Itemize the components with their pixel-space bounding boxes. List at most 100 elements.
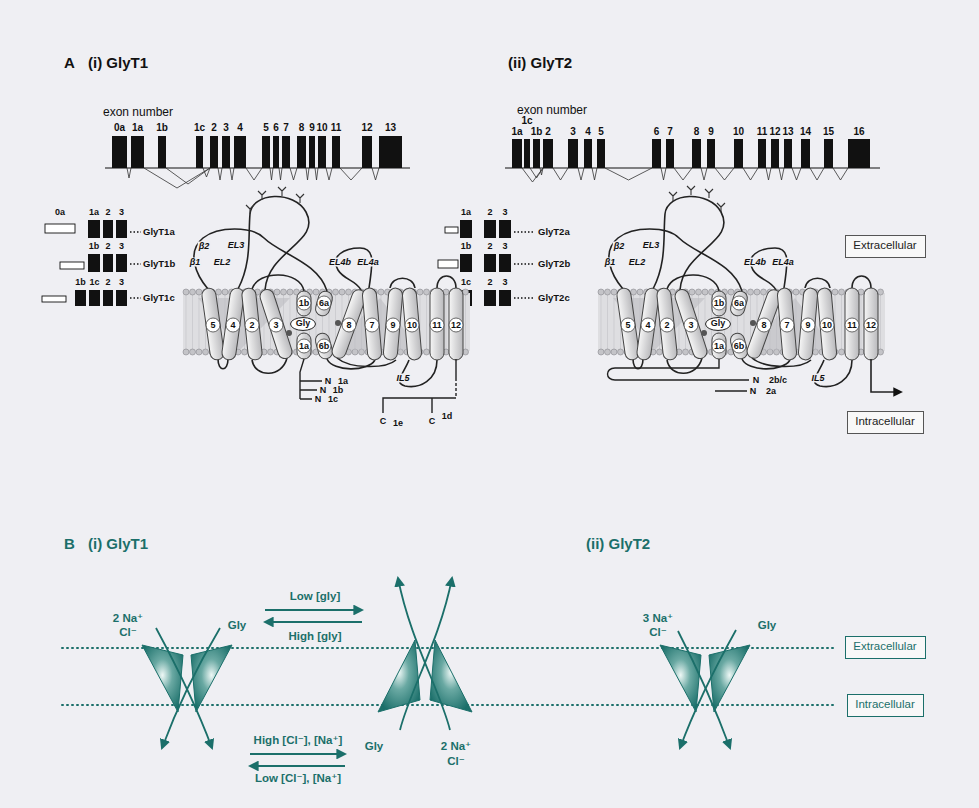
- alt-exon-open: [445, 227, 458, 233]
- ion-label: 2 Na⁺: [441, 741, 471, 753]
- loops: [194, 196, 456, 386]
- node-text: Gly: [295, 319, 311, 328]
- helix-number: 8: [346, 321, 351, 330]
- lipid-head: [793, 289, 799, 295]
- isoform-name: GlyT1b: [143, 259, 175, 269]
- alt-exon-open: [438, 260, 458, 268]
- helix-badge: [732, 339, 746, 353]
- exon-number: 3: [119, 242, 124, 251]
- terminus-label: 1e: [393, 419, 403, 428]
- splice-line: [290, 168, 297, 180]
- splice-line: [810, 168, 824, 180]
- ion-label: Cl⁻: [447, 756, 465, 768]
- helix-badge: [712, 296, 726, 310]
- exon-number: 1a: [461, 208, 471, 217]
- lipid-tail: [861, 295, 862, 349]
- exon-block: [568, 139, 578, 168]
- region-box: Extracellular: [845, 235, 926, 258]
- exon-number: 1b: [75, 278, 86, 287]
- ion-label: Gly: [365, 741, 384, 753]
- terminus-label: N: [315, 395, 322, 404]
- exon-block: [499, 220, 511, 238]
- loop-line: [667, 358, 702, 373]
- terminus-label: N: [320, 386, 327, 395]
- helix-number: 4: [230, 321, 235, 330]
- lipid-head: [222, 289, 228, 295]
- helix-badge: [386, 318, 400, 332]
- glycan-tree: [296, 194, 304, 203]
- alt-exon-open: [60, 262, 84, 269]
- loop-label: EL3: [642, 241, 661, 250]
- helix-badge: [780, 318, 794, 332]
- helix-cylinder: [745, 288, 783, 360]
- helix-badge: [245, 318, 259, 332]
- splice-line: [661, 168, 666, 180]
- exon-block: [758, 139, 766, 168]
- exon-number: 4: [585, 127, 591, 137]
- exon-number: 2: [105, 208, 110, 217]
- helix-cylinder: [314, 332, 334, 361]
- node-text: Gly: [710, 319, 726, 328]
- lipid-head: [183, 349, 189, 355]
- splice-line: [766, 168, 771, 180]
- helix-number: 1b: [299, 299, 310, 308]
- glycan-tree: [246, 205, 254, 214]
- lipid-head: [702, 289, 708, 295]
- lipid-tail: [426, 295, 427, 349]
- exon-number: 1a: [132, 123, 143, 133]
- transporter-half: [430, 640, 472, 712]
- helix-number: 6b: [734, 342, 745, 351]
- helix-number: 1a: [714, 342, 724, 351]
- loop-line: [852, 276, 871, 288]
- loop-line: [437, 276, 456, 288]
- glycosylation: [246, 187, 304, 214]
- lipid-head: [689, 289, 695, 295]
- lipid-head: [618, 349, 624, 355]
- lipid-head: [657, 349, 663, 355]
- terminus-label: C: [380, 417, 387, 426]
- splice-line: [144, 168, 210, 188]
- terminus-label: 2a: [766, 387, 776, 396]
- exon-block: [112, 136, 127, 168]
- exon-block: [89, 290, 100, 306]
- splice-line: [203, 168, 210, 177]
- exon-number: 12: [361, 123, 372, 133]
- ion-label: 2 Na⁺: [113, 613, 143, 625]
- helix-cylinder: [864, 288, 878, 360]
- helix-number: 9: [805, 321, 810, 330]
- exon-number: 3: [570, 127, 576, 137]
- helix-badge: [712, 339, 726, 353]
- exon-block: [524, 139, 530, 168]
- splice-line: [340, 168, 362, 180]
- exon-number: 6: [273, 123, 279, 133]
- terminus-label: N: [750, 387, 757, 396]
- node-text: Extracellular: [853, 240, 918, 252]
- loop-label: β1: [604, 258, 617, 267]
- helix-number: 9: [390, 321, 395, 330]
- glycosylation: [669, 186, 725, 212]
- exon-block: [273, 136, 279, 168]
- lipid-head: [274, 289, 280, 295]
- splice-line: [833, 168, 848, 180]
- exon-block: [533, 139, 540, 168]
- loop-label: EL4a: [356, 258, 380, 267]
- lipid-head: [839, 349, 845, 355]
- exon-number: 9: [708, 127, 714, 137]
- splice-line: [166, 168, 210, 184]
- helix-number: 11: [432, 321, 442, 330]
- loops: [609, 196, 871, 386]
- helix-cylinder: [817, 288, 837, 361]
- terminus-label: N: [325, 377, 332, 386]
- exon-number: 12: [769, 127, 780, 137]
- flux-arrows: [156, 578, 736, 766]
- transporter-half: [142, 645, 183, 712]
- terminus-label: 1a: [338, 377, 348, 386]
- helix-number: 1b: [714, 299, 725, 308]
- helix-badge: [317, 296, 331, 310]
- exon-block: [282, 136, 290, 168]
- exon-number: 2: [211, 123, 217, 133]
- exon-block: [309, 136, 315, 168]
- lipid-head: [424, 289, 430, 295]
- splice-line: [701, 168, 707, 180]
